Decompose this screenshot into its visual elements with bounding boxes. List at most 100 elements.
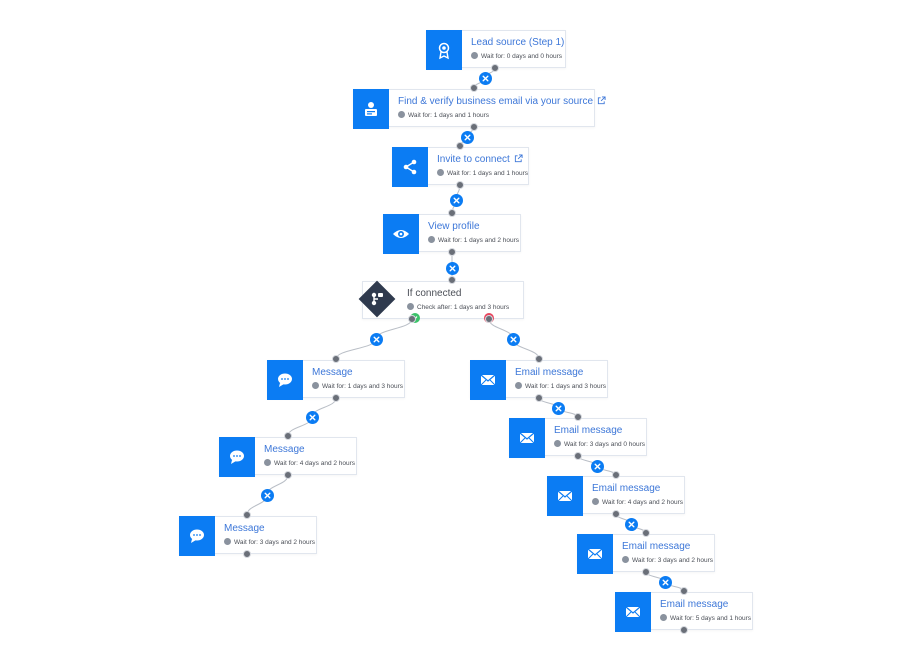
step-node-invite-to-connect[interactable]: Invite to connect Wait for: 1 days and 1… [392,147,529,187]
connector-dot[interactable] [642,529,650,537]
step-title: Email message [592,483,661,494]
connector-dot[interactable] [456,181,464,189]
clock-icon [398,111,405,118]
step-wait-text: Wait for: 1 days and 1 hours [408,112,490,119]
step-node-email-message-5[interactable]: Email message Wait for: 5 days and 1 hou… [615,592,753,632]
step-wait-text: Wait for: 1 days and 3 hours [322,383,404,390]
share-icon [392,147,428,187]
step-wait-text: Wait for: 3 days and 2 hours [234,539,316,546]
step-title: Email message [515,367,584,378]
remove-link-button[interactable] [478,71,492,85]
chat-bubble-icon [219,437,255,477]
step-node-email-message-1[interactable]: Email message Wait for: 1 days and 3 hou… [470,360,608,400]
clock-icon [224,538,231,545]
step-node-view-profile[interactable]: View profile Wait for: 1 days and 2 hour… [383,214,521,254]
condition-check-text: Check after: 1 days and 3 hours [417,304,510,311]
connector-dot[interactable] [284,471,292,479]
envelope-icon [547,476,583,516]
remove-link-button[interactable] [506,332,520,346]
remove-link-button[interactable] [369,332,383,346]
clock-icon [437,169,444,176]
step-wait-text: Wait for: 0 days and 0 hours [481,53,563,60]
connector-dot[interactable] [332,355,340,363]
clock-icon [471,52,478,59]
remove-link-button[interactable] [260,488,274,502]
connector-dot[interactable] [243,550,251,558]
clock-icon [592,498,599,505]
clock-icon [312,382,319,389]
step-title: Message [264,444,305,455]
clock-icon [554,440,561,447]
connector-dot[interactable] [612,510,620,518]
envelope-icon [577,534,613,574]
connector-dot[interactable] [535,394,543,402]
connector-dot[interactable] [448,209,456,217]
step-title: Find & verify business email via your so… [398,96,594,107]
step-title: View profile [428,221,480,232]
remove-link-button[interactable] [305,410,319,424]
connector-dot[interactable] [470,84,478,92]
step-wait-text: Wait for: 1 days and 3 hours [525,383,607,390]
step-title: Email message [660,599,729,610]
connector-dot[interactable] [485,315,493,323]
connector-dot[interactable] [642,568,650,576]
envelope-icon [509,418,545,458]
step-wait-text: Wait for: 1 days and 2 hours [438,237,520,244]
connector-dot[interactable] [408,315,416,323]
remove-link-button[interactable] [460,130,474,144]
step-wait-text: Wait for: 1 days and 1 hours [447,170,529,177]
step-wait-text: Wait for: 3 days and 0 hours [564,441,646,448]
step-node-message-1[interactable]: Message Wait for: 1 days and 3 hours [267,360,405,400]
connector-dot[interactable] [243,511,251,519]
connector-dot[interactable] [456,142,464,150]
clock-icon [407,303,414,310]
remove-link-button[interactable] [590,459,604,473]
clock-icon [515,382,522,389]
remove-link-button[interactable] [624,517,638,531]
step-wait-text: Wait for: 5 days and 1 hours [670,615,752,622]
step-node-find-verify-email[interactable]: Find & verify business email via your so… [353,89,606,129]
step-title: Message [312,367,353,378]
connector-dot[interactable] [680,587,688,595]
remove-link-button[interactable] [551,401,565,415]
chat-bubble-icon [179,516,215,556]
step-node-email-message-2[interactable]: Email message Wait for: 3 days and 0 hou… [509,418,647,458]
clock-icon [428,236,435,243]
step-node-lead-source[interactable]: Lead source (Step 1) Wait for: 0 days an… [426,30,566,70]
remove-link-button[interactable] [445,261,459,275]
connector-dot[interactable] [491,64,499,72]
remove-link-button[interactable] [449,193,463,207]
envelope-icon [615,592,651,632]
envelope-icon [470,360,506,400]
step-node-email-message-3[interactable]: Email message Wait for: 4 days and 2 hou… [547,476,685,516]
person-card-icon [353,89,389,129]
step-wait-text: Wait for: 4 days and 2 hours [274,460,356,467]
step-title: Message [224,523,265,534]
chat-bubble-icon [267,360,303,400]
step-title: Lead source (Step 1) [471,37,565,48]
connector-dot[interactable] [680,626,688,634]
connector-dot[interactable] [470,123,478,131]
connector-dot[interactable] [535,355,543,363]
external-link-icon[interactable] [597,96,606,105]
connector-dot[interactable] [332,394,340,402]
step-title: Email message [554,425,623,436]
condition-title: If connected [407,288,462,299]
step-node-message-2[interactable]: Message Wait for: 4 days and 2 hours [219,437,357,477]
connector-dot[interactable] [574,452,582,460]
remove-link-button[interactable] [658,575,672,589]
step-node-email-message-4[interactable]: Email message Wait for: 3 days and 2 hou… [577,534,715,574]
step-node-message-3[interactable]: Message Wait for: 3 days and 2 hours [179,516,317,556]
connector-dot[interactable] [574,413,582,421]
clock-icon [622,556,629,563]
connector-dot[interactable] [448,248,456,256]
external-link-icon[interactable] [514,154,523,163]
connector-dot[interactable] [284,432,292,440]
connector-dot[interactable] [448,276,456,284]
branch-icon [371,292,383,306]
connector-dot[interactable] [612,471,620,479]
step-wait-text: Wait for: 4 days and 2 hours [602,499,684,506]
rosette-icon [426,30,462,70]
eye-icon [383,214,419,254]
